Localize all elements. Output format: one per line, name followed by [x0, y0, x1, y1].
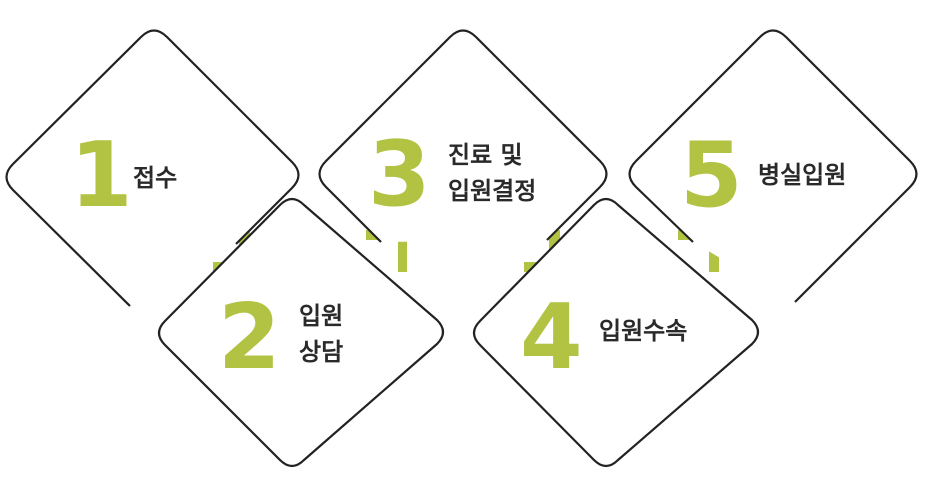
- step-1-number: 1: [70, 123, 133, 228]
- step-1-label: 접수: [133, 164, 178, 192]
- step-2-label-line2: 상담: [299, 338, 344, 366]
- diamond-step-1: [5, 29, 300, 307]
- step-3-label-line1: 진료 및: [448, 141, 523, 169]
- step-3-number: 3: [368, 122, 431, 227]
- step-3-label-line2: 입원결정: [448, 177, 537, 205]
- diamond-step-5: [628, 29, 918, 303]
- step-4-number: 4: [520, 285, 583, 390]
- diamond-step-4: [472, 197, 760, 468]
- diamond-step-3: [318, 29, 608, 243]
- step-5-label: 병실입원: [758, 161, 847, 189]
- step-5-number: 5: [680, 123, 743, 228]
- step-2-number: 2: [218, 285, 281, 390]
- diamonds: [5, 29, 918, 468]
- diamond-step-2: [157, 197, 445, 468]
- step-2-label-line1: 입원: [299, 302, 344, 330]
- step-4-label: 입원수속: [599, 317, 688, 345]
